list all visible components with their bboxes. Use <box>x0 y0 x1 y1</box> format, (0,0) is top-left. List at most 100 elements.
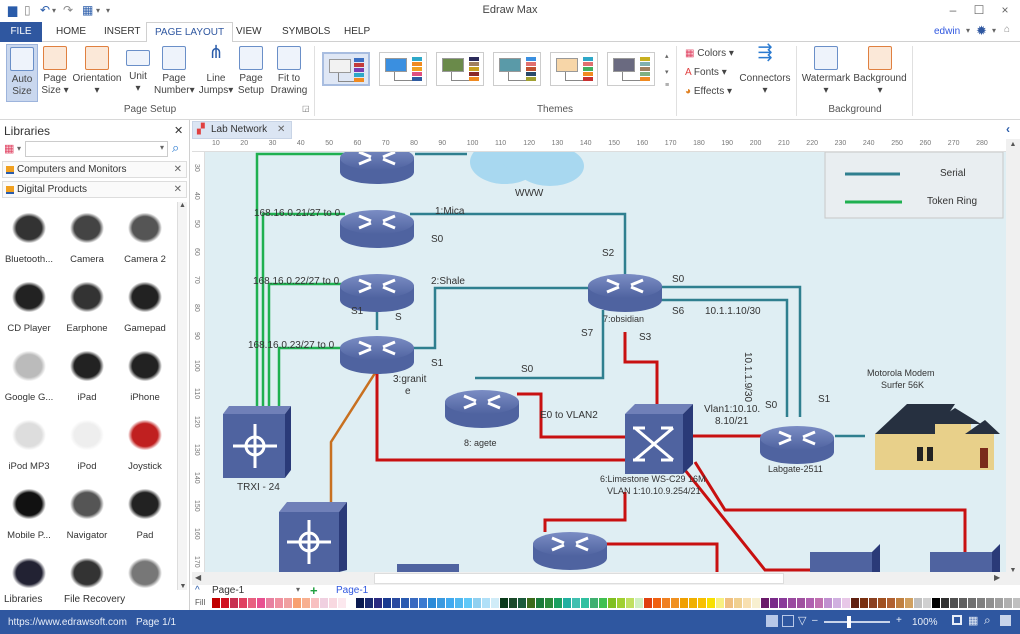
color-swatch[interactable] <box>842 598 850 608</box>
color-swatch[interactable] <box>761 598 769 608</box>
user-menu[interactable]: edwin <box>934 26 961 37</box>
color-swatch[interactable] <box>428 598 436 608</box>
color-swatch[interactable] <box>239 598 247 608</box>
color-swatch[interactable] <box>347 598 355 608</box>
router-granite-icon[interactable] <box>340 336 414 374</box>
unit-button[interactable]: Unit ▾ <box>124 44 152 102</box>
color-swatch[interactable] <box>599 598 607 608</box>
color-swatch[interactable] <box>1004 598 1012 608</box>
connectors-button[interactable]: ⇶ Connectors ▾ <box>739 42 791 96</box>
add-page-icon[interactable]: + <box>310 583 318 598</box>
theme-option[interactable] <box>436 52 484 86</box>
theme-option[interactable] <box>322 52 370 86</box>
color-swatch[interactable] <box>941 598 949 608</box>
collapse-ribbon-icon[interactable]: ⌂ <box>1004 24 1011 35</box>
color-swatch[interactable] <box>473 598 481 608</box>
fit-to-drawing-button[interactable]: Fit to Drawing <box>270 44 308 102</box>
zoom-in-button[interactable]: + <box>896 615 902 626</box>
color-swatch[interactable] <box>212 598 220 608</box>
color-swatch[interactable] <box>383 598 391 608</box>
color-swatch[interactable] <box>968 598 976 608</box>
zoom-level[interactable]: 100% <box>912 617 938 628</box>
color-swatch[interactable] <box>248 598 256 608</box>
color-swatch[interactable] <box>320 598 328 608</box>
router-obsidian-icon[interactable] <box>588 274 662 312</box>
horizontal-scrollbar[interactable]: ◀ ▶ <box>192 572 1006 585</box>
color-swatch[interactable] <box>770 598 778 608</box>
color-swatch[interactable] <box>635 598 643 608</box>
color-swatch[interactable] <box>653 598 661 608</box>
modem-house-icon[interactable] <box>875 404 1000 470</box>
library-item[interactable]: Bluetooth... <box>0 206 58 274</box>
color-swatch[interactable] <box>410 598 418 608</box>
gallery-more-icon[interactable]: ≡ <box>665 82 670 89</box>
color-swatch[interactable] <box>419 598 427 608</box>
color-swatch[interactable] <box>311 598 319 608</box>
new-icon[interactable]: ▯ <box>24 3 31 17</box>
vertical-scrollbar[interactable]: ▲ ▼ <box>1006 139 1020 585</box>
library-item[interactable]: iPod <box>58 413 116 481</box>
color-swatch[interactable] <box>671 598 679 608</box>
theme-option[interactable] <box>550 52 598 86</box>
zoom-search-icon[interactable]: ⌕ <box>984 613 991 627</box>
library-item[interactable] <box>58 551 116 619</box>
color-swatch[interactable] <box>662 598 670 608</box>
libraries-bottom-tab[interactable]: Libraries <box>4 594 43 605</box>
color-swatch[interactable] <box>1013 598 1020 608</box>
undo-icon[interactable]: ↶ <box>40 3 51 17</box>
library-item[interactable]: iPhone <box>116 344 174 412</box>
close-section-icon[interactable]: ✕ <box>173 184 182 195</box>
scroll-down-icon[interactable]: ▼ <box>1009 567 1017 574</box>
page-setup-button[interactable]: Page Setup <box>237 44 265 102</box>
background-button[interactable]: Background ▾ <box>852 44 908 102</box>
color-swatch[interactable] <box>689 598 697 608</box>
color-swatch[interactable] <box>707 598 715 608</box>
color-swatch[interactable] <box>833 598 841 608</box>
scroll-left-icon[interactable]: ◀ <box>195 573 202 582</box>
colors-button[interactable]: ▦ Colors ▾ <box>685 48 734 59</box>
color-swatch[interactable] <box>392 598 400 608</box>
gallery-down-icon[interactable]: ▾ <box>665 69 669 76</box>
color-swatch[interactable] <box>995 598 1003 608</box>
fonts-button[interactable]: A Fonts ▾ <box>685 67 727 78</box>
color-swatch[interactable] <box>923 598 931 608</box>
auto-size-button[interactable]: Auto Size <box>6 44 38 102</box>
tab-home[interactable]: HOME <box>56 26 86 37</box>
color-swatch[interactable] <box>221 598 229 608</box>
color-swatch[interactable] <box>878 598 886 608</box>
save-icon[interactable]: ▦ <box>82 3 94 17</box>
color-swatch[interactable] <box>788 598 796 608</box>
color-swatch[interactable] <box>230 598 238 608</box>
close-section-icon[interactable]: ✕ <box>173 164 182 175</box>
tab-symbols[interactable]: SYMBOLS <box>282 26 331 37</box>
scroll-down-icon[interactable]: ▼ <box>179 583 187 590</box>
tab-insert[interactable]: INSERT <box>104 26 141 37</box>
color-swatch[interactable] <box>905 598 913 608</box>
color-swatch[interactable] <box>806 598 814 608</box>
color-swatch[interactable] <box>293 598 301 608</box>
collapse-right-panel-icon[interactable]: ‹ <box>1006 122 1010 136</box>
router-shale-icon[interactable] <box>340 274 414 312</box>
color-swatch[interactable] <box>716 598 724 608</box>
page-select[interactable]: Page-1 <box>212 585 245 596</box>
color-swatch[interactable] <box>365 598 373 608</box>
zoom-slider-thumb[interactable] <box>846 616 851 628</box>
color-swatch[interactable] <box>950 598 958 608</box>
settings-gear-icon[interactable]: ✹ <box>976 23 987 38</box>
color-swatch[interactable] <box>725 598 733 608</box>
color-swatch[interactable] <box>914 598 922 608</box>
router-agate-icon[interactable] <box>445 390 519 428</box>
scroll-up-icon[interactable]: ▲ <box>179 202 186 209</box>
color-swatch[interactable] <box>617 598 625 608</box>
color-swatch[interactable] <box>329 598 337 608</box>
color-swatch[interactable] <box>932 598 940 608</box>
presentation-icon[interactable]: ▽ <box>798 615 807 627</box>
library-item[interactable]: Joystick <box>116 413 174 481</box>
color-swatch[interactable] <box>752 598 760 608</box>
save-dropdown-icon[interactable]: ▾ <box>96 6 101 15</box>
color-swatch[interactable] <box>959 598 967 608</box>
color-swatch[interactable] <box>626 598 634 608</box>
file-recovery-tab[interactable]: File Recovery <box>64 594 126 605</box>
drawing-canvas[interactable]: WWW 168.16.0.21/27 to 0 168.16.0.22/27 t… <box>205 152 1006 572</box>
fit-width-icon[interactable]: ▦ <box>968 615 979 627</box>
